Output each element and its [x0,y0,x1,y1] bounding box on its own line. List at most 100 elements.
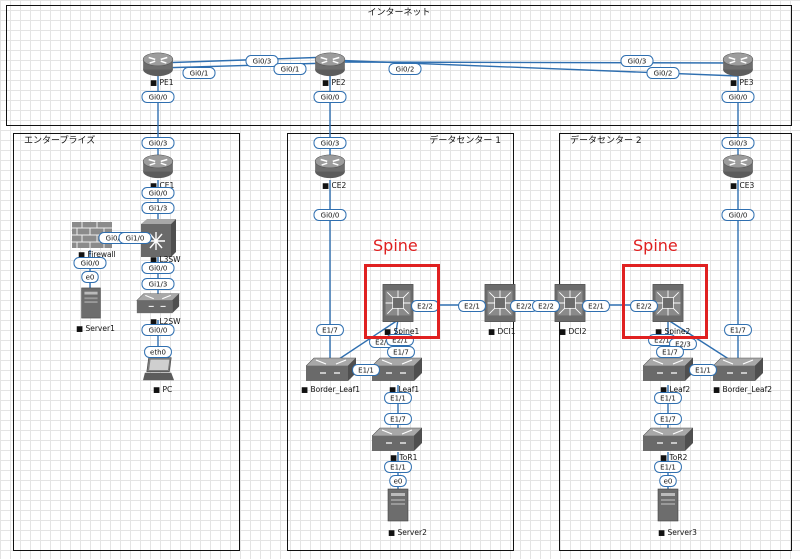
port-label-tor2-down: E1/1 [654,461,682,473]
port-label-leaf1-up: E1/7 [387,346,415,358]
spine2-highlight-box [622,264,708,339]
port-label-srv1: e0 [81,271,99,283]
svg-text:E2/1: E2/1 [464,303,480,311]
dci2-icon[interactable] [554,283,586,323]
port-label-ce1-down: Gi0/0 [141,187,175,199]
port-label-tor2-up: E1/7 [654,413,682,425]
svg-text:E1/1: E1/1 [695,367,711,375]
pc-icon[interactable] [143,357,175,381]
label-tor2: ■ ToR2 [660,453,688,462]
svg-text:E1/7: E1/7 [322,327,338,335]
port-label-sp2-dci2: E2/2 [630,300,658,312]
port-label-l3sw-down: Gi0/0 [141,262,175,274]
svg-text:Gi0/0: Gi0/0 [321,94,340,102]
port-label-bl1-leaf1: E1/1 [352,364,380,376]
port-label-ce2-up: Gi0/3 [313,137,347,149]
port-label-pc: eth0 [144,346,172,358]
svg-text:Gi0/0: Gi0/0 [149,327,168,335]
svg-text:E2/1: E2/1 [392,337,408,345]
label-pe1: ■ PE1 [150,78,174,87]
border-leaf1-icon[interactable] [306,357,356,382]
svg-text:e0: e0 [86,274,95,282]
server3-icon[interactable] [657,488,679,522]
port-label-pe2-down: Gi0/0 [313,91,347,103]
svg-text:Gi0/0: Gi0/0 [729,212,748,220]
label-leaf1: ■ Leaf1 [389,385,419,394]
svg-text:E1/1: E1/1 [660,395,676,403]
spine-annotation-dc1: Spine [373,236,418,255]
border-leaf2-icon[interactable] [713,357,763,382]
zone-enterprise: エンタープライズ [13,133,240,551]
svg-text:eth0: eth0 [150,349,166,357]
label-dci1: ■ DCI1 [488,327,516,336]
port-label-dci2-sp2: E2/1 [582,300,610,312]
port-label-dci1-sp1: E2/1 [458,300,486,312]
port-label-pe2-pe1: Gi0/1 [273,63,307,75]
tor2-icon[interactable] [643,427,693,452]
leaf2-icon[interactable] [643,357,693,382]
router-ce2[interactable] [314,154,346,179]
port-label-ce3-down: Gi0/0 [721,209,755,221]
svg-text:E2/3: E2/3 [375,339,391,347]
svg-text:E2/1: E2/1 [588,303,604,311]
server1-icon[interactable] [81,287,101,319]
svg-text:E1/7: E1/7 [390,416,406,424]
svg-text:E2/2: E2/2 [538,303,554,311]
label-ce3: ■ CE3 [730,181,754,190]
svg-text:E1/1: E1/1 [390,464,406,472]
dci1-icon[interactable] [484,283,516,323]
svg-text:Gi0/3: Gi0/3 [253,58,272,66]
label-pe2: ■ PE2 [322,78,346,87]
svg-text:E2/2: E2/2 [516,303,532,311]
svg-text:E1/7: E1/7 [662,349,678,357]
label-spine2: ■ Spine2 [655,327,690,336]
port-label-srv2: e0 [389,475,407,487]
svg-text:e0: e0 [664,478,673,486]
svg-text:Gi0/3: Gi0/3 [321,140,340,148]
svg-text:Gi1/3: Gi1/3 [149,205,168,213]
svg-text:Gi0/1: Gi0/1 [281,66,300,74]
router-ce3[interactable] [722,154,754,179]
label-server2: ■ Server2 [388,528,427,537]
svg-text:E2/2: E2/2 [417,303,433,311]
zone-internet: インターネット [6,5,792,126]
svg-text:E1/1: E1/1 [390,395,406,403]
label-ce2: ■ CE2 [322,181,346,190]
zone-dc1: データセンター 1 [287,133,514,551]
svg-text:E1/7: E1/7 [660,416,676,424]
svg-text:Gi0/0: Gi0/0 [321,212,340,220]
svg-text:Gi0/1: Gi0/1 [190,70,209,78]
port-label-l2sw-down: Gi0/0 [141,324,175,336]
svg-text:Gi0/2: Gi0/2 [396,66,415,74]
port-label-tor1-down: E1/1 [384,461,412,473]
svg-text:Gi0/0: Gi0/0 [729,94,748,102]
svg-text:Gi0/0: Gi0/0 [149,265,168,273]
router-pe2[interactable] [314,52,346,77]
port-label-pe3-pe2b: Gi0/2 [646,67,680,79]
router-ce1[interactable] [142,154,174,179]
label-server3: ■ Server3 [658,528,697,537]
port-label-leaf1-down: E1/1 [384,392,412,404]
port-label-l3sw-l: Gi1/0 [118,232,152,244]
router-pe3[interactable] [722,52,754,77]
svg-text:E1/1: E1/1 [358,367,374,375]
port-label-bl2-leaf2: E1/1 [689,364,717,376]
svg-text:Gi0/2: Gi0/2 [654,70,673,78]
server2-icon[interactable] [387,488,409,522]
spine-annotation-dc2: Spine [633,236,678,255]
label-l2sw: ■ L2SW [150,317,181,326]
svg-text:E2/1: E2/1 [654,337,670,345]
port-label-pe1-pe2a: Gi0/3 [245,55,279,67]
zone-dc2: データセンター 2 [559,133,792,551]
router-pe1[interactable] [142,52,174,77]
port-label-pe1-pe2b: Gi0/1 [182,67,216,79]
tor1-icon[interactable] [372,427,422,452]
svg-text:Gi1/0: Gi1/0 [126,235,145,243]
l2-switch-icon[interactable] [136,293,180,314]
port-label-pe3-pe2a: Gi0/3 [620,55,654,67]
label-server1: ■ Server1 [76,324,115,333]
zone-dc2-title: データセンター 2 [570,136,642,146]
svg-text:E2/2: E2/2 [636,303,652,311]
